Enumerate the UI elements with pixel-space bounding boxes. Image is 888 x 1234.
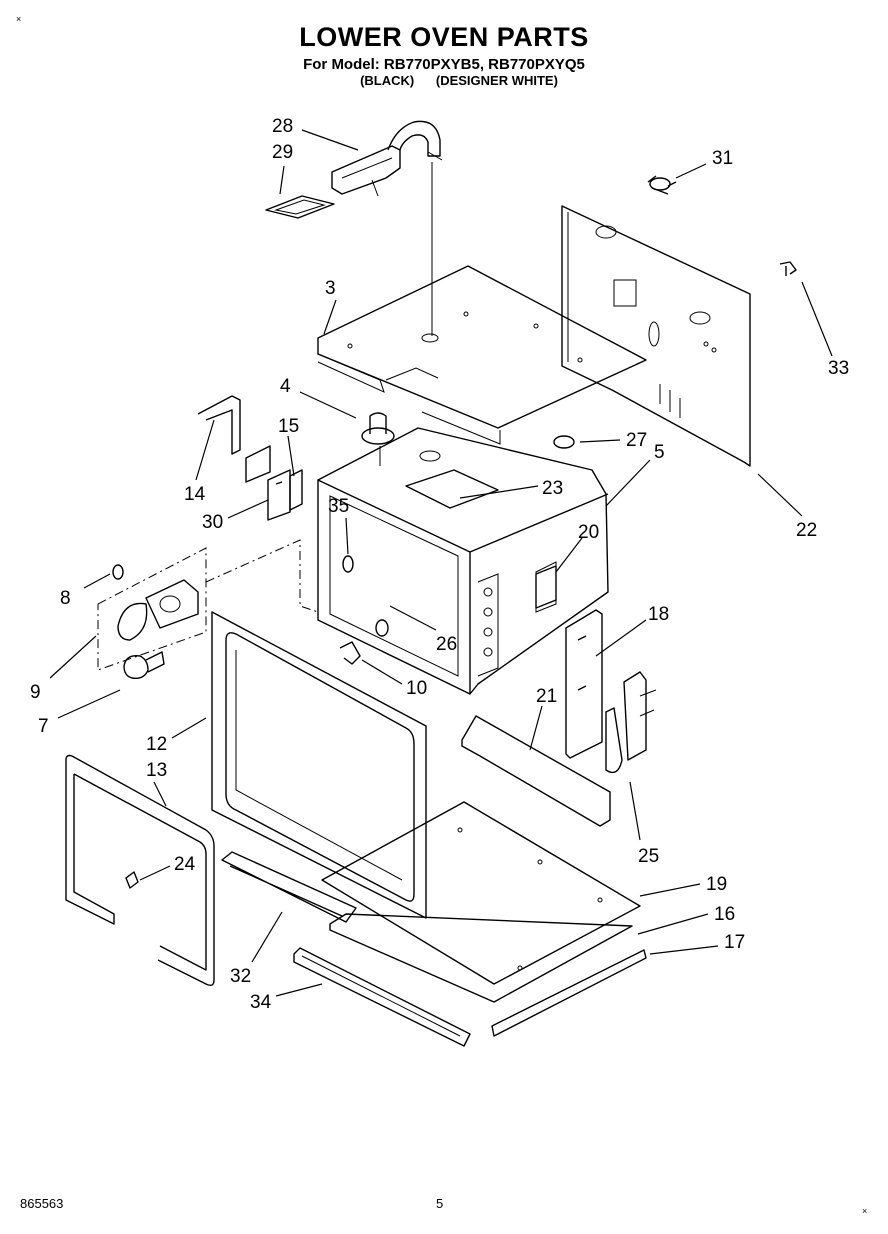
lower-rail-part <box>461 715 611 827</box>
variant-designer-white: (DESIGNER WHITE) <box>435 73 558 88</box>
igniter-part <box>361 412 395 466</box>
vent-grille-part <box>293 947 471 1047</box>
callout-24: 24 <box>174 854 196 875</box>
leader-lines <box>49 129 833 997</box>
callout-15: 15 <box>278 416 299 437</box>
page-title: LOWER OVEN PARTS <box>299 22 589 52</box>
plug-part-35 <box>342 555 354 573</box>
callout-30: 30 <box>202 512 223 533</box>
light-bulb-part <box>123 651 165 680</box>
callout-14: 14 <box>184 484 206 505</box>
nut-part <box>112 564 124 580</box>
callout-20: 20 <box>578 522 599 543</box>
light-assembly-outline <box>97 547 207 671</box>
bracket-part-14 <box>197 395 241 455</box>
clip-part-10 <box>339 641 361 665</box>
callout-10: 10 <box>406 678 427 699</box>
plug-part-27 <box>553 435 575 449</box>
bracket-part-20 <box>535 565 557 609</box>
callout-12: 12 <box>146 734 167 755</box>
callout-28: 28 <box>272 116 293 137</box>
callout-33: 33 <box>828 358 849 379</box>
callout-23: 23 <box>542 478 563 499</box>
thermal-switch-part <box>647 175 677 195</box>
callout-9: 9 <box>30 682 41 703</box>
callout-32: 32 <box>230 966 251 987</box>
callout-21: 21 <box>536 686 557 707</box>
callout-4: 4 <box>280 376 291 397</box>
callout-25: 25 <box>638 846 659 867</box>
bottom-panel-part <box>321 801 641 985</box>
footer-page-number: 5 <box>436 1196 444 1211</box>
corner-mark-top: × <box>16 14 22 24</box>
deflector-part <box>221 851 357 923</box>
callout-27: 27 <box>626 430 647 451</box>
model-subtitle: For Model: RB770PXYB5, RB770PXYQ5 <box>303 56 585 73</box>
plug-part-26 <box>375 619 389 637</box>
callout-16: 16 <box>714 904 735 925</box>
wiring-guide-line <box>205 539 319 613</box>
clip-part-24 <box>125 871 139 889</box>
vent-duct-part <box>331 120 443 197</box>
variant-black: (BLACK) <box>360 73 415 88</box>
callout-8: 8 <box>60 588 71 609</box>
panel-clip-part <box>779 261 797 276</box>
rear-panel-part <box>561 205 751 467</box>
callout-3: 3 <box>325 278 336 299</box>
callout-13: 13 <box>146 760 167 781</box>
callout-26: 26 <box>436 634 457 655</box>
callout-7: 7 <box>38 716 49 737</box>
duct-gasket-part <box>265 195 335 219</box>
burner-cover-part <box>329 913 633 1003</box>
callout-29: 29 <box>272 142 293 163</box>
switch-part-30 <box>267 469 291 521</box>
callout-34: 34 <box>250 992 272 1013</box>
door-hinge-part <box>605 671 657 774</box>
top-panel-part <box>317 265 647 445</box>
model-variants: (BLACK) (DESIGNER WHITE) <box>0 73 888 88</box>
callout-5: 5 <box>654 442 665 463</box>
callout-17: 17 <box>724 932 745 953</box>
side-bracket-part <box>565 609 603 759</box>
callout-22: 22 <box>796 520 817 541</box>
oven-cavity-part <box>317 427 609 695</box>
door-gasket-part <box>65 754 215 987</box>
light-lens-part <box>117 579 199 641</box>
callout-35: 35 <box>328 496 349 517</box>
callout-19: 19 <box>706 874 727 895</box>
corner-mark-bottom: × <box>862 1206 868 1216</box>
callout-labels: 3 4 5 7 8 9 10 12 13 14 15 16 17 18 19 2… <box>30 116 849 1013</box>
footer-document-code: 865563 <box>20 1196 64 1211</box>
callout-18: 18 <box>648 604 669 625</box>
trim-strip-part <box>491 949 647 1037</box>
callout-31: 31 <box>712 148 733 169</box>
